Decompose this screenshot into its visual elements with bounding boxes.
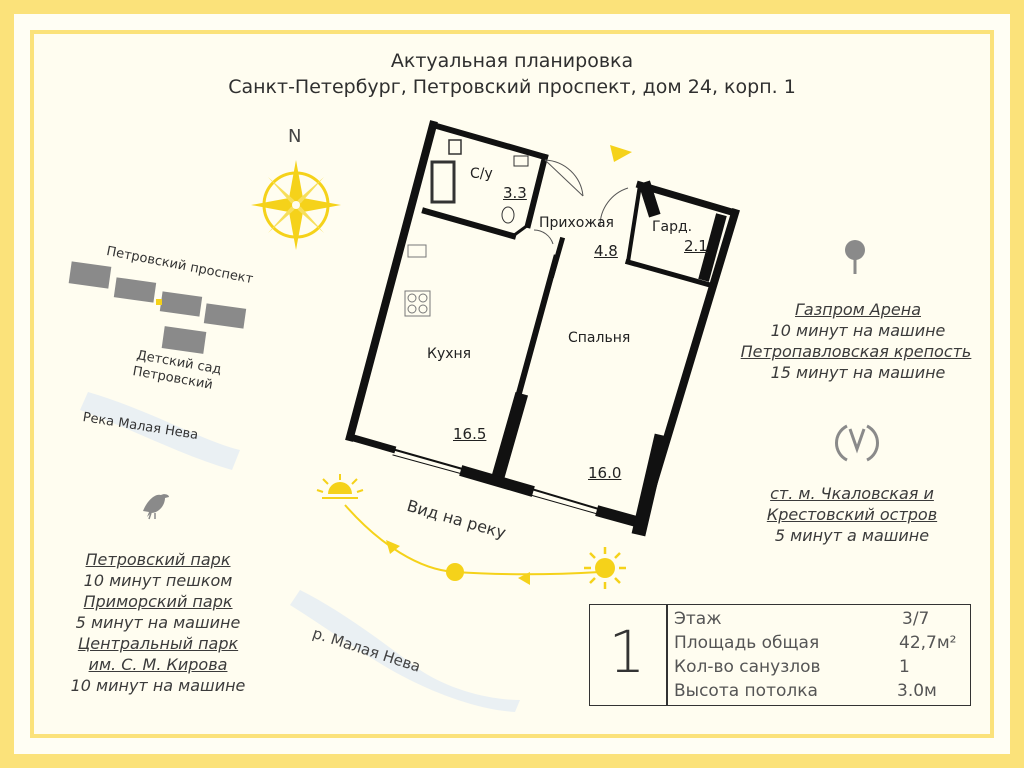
bedroom-area: 16.0 xyxy=(588,464,622,482)
toilet xyxy=(501,206,515,224)
poi-primorsky-park-time: 5 минут на машине xyxy=(75,613,241,632)
stove xyxy=(404,244,431,317)
poi-petrovsky-park: Петровский парк xyxy=(85,550,231,569)
info-divider xyxy=(666,604,668,706)
kitchen-label: Кухня xyxy=(427,346,472,362)
bathroom-area: 3.3 xyxy=(503,184,527,202)
floor-number: 1 xyxy=(608,618,646,686)
kitchen-area: 16.5 xyxy=(453,425,487,443)
bird-icon xyxy=(143,494,169,520)
info-value-ceiling: 3.0м xyxy=(897,681,937,701)
poi-central-park-2: им. С. М. Кирова xyxy=(88,655,228,674)
sunrise-icon xyxy=(316,474,364,499)
building-3 xyxy=(159,291,203,317)
info-table xyxy=(589,604,971,706)
north-label: N xyxy=(288,126,302,147)
location-marker xyxy=(156,299,162,305)
wardrobe-area: 2.1 xyxy=(684,237,708,255)
hallway-label: Прихожая xyxy=(539,215,614,231)
poi-petrovsky-park-time: 10 минут пешком xyxy=(83,571,233,590)
bathtub xyxy=(430,160,456,204)
wardrobe-label: Гард. xyxy=(652,219,693,235)
river-lower-shape xyxy=(290,590,520,712)
poi-primorsky-park: Приморский парк xyxy=(83,592,233,611)
poi-metro-time: 5 минут а машине xyxy=(774,526,930,545)
poi-metro-2: Крестовский остров xyxy=(766,505,938,524)
sun-path-arrow-icon xyxy=(386,540,400,554)
poi-metro-1: ст. м. Чкаловская и xyxy=(770,484,934,503)
floor-plan xyxy=(345,120,740,537)
poi-gazprom-arena: Газпром Арена xyxy=(795,300,921,319)
building-kindergarten xyxy=(161,326,207,354)
building-1 xyxy=(68,261,112,289)
info-value-area: 42,7м² xyxy=(899,633,957,653)
sun-midday-icon xyxy=(446,563,464,581)
bathroom-label: С/у xyxy=(470,166,493,182)
info-label-bathrooms: Кол-во санузлов xyxy=(674,657,821,677)
poi-central-park-time: 10 минут на машине xyxy=(70,676,246,695)
address: Санкт-Петербург, Петровский проспект, до… xyxy=(228,76,796,98)
page-title: Актуальная планировка xyxy=(390,50,634,72)
poi-fortress: Петропавловская крепость xyxy=(740,342,972,361)
map-buildings xyxy=(68,261,247,354)
sun-path xyxy=(316,474,626,589)
info-label-floor: Этаж xyxy=(674,609,722,629)
compass-icon xyxy=(251,160,341,250)
bathroom-fixtures xyxy=(430,139,529,224)
metro-icon xyxy=(835,424,879,462)
info-value-bathrooms: 1 xyxy=(899,657,910,677)
building-2 xyxy=(113,277,157,303)
info-label-ceiling: Высота потолка xyxy=(674,681,818,701)
sun-path-arrow-icon-2 xyxy=(518,572,530,585)
hallway-area: 4.8 xyxy=(594,242,618,260)
poi-fortress-time: 15 минут на машине xyxy=(770,363,946,382)
poi-gazprom-arena-time: 10 минут на машине xyxy=(770,321,946,340)
entrance-arrow-icon xyxy=(610,145,632,162)
info-label-area: Площадь общая xyxy=(674,633,820,653)
info-value-floor: 3/7 xyxy=(902,609,930,629)
bedroom-label: Спальня xyxy=(568,330,631,346)
building-4 xyxy=(203,303,247,329)
map-pin-icon xyxy=(845,240,865,274)
sun-icon xyxy=(584,547,626,589)
river-upper-shape xyxy=(80,392,240,470)
door-swings xyxy=(533,159,629,245)
poi-central-park-1: Центральный парк xyxy=(77,634,239,653)
